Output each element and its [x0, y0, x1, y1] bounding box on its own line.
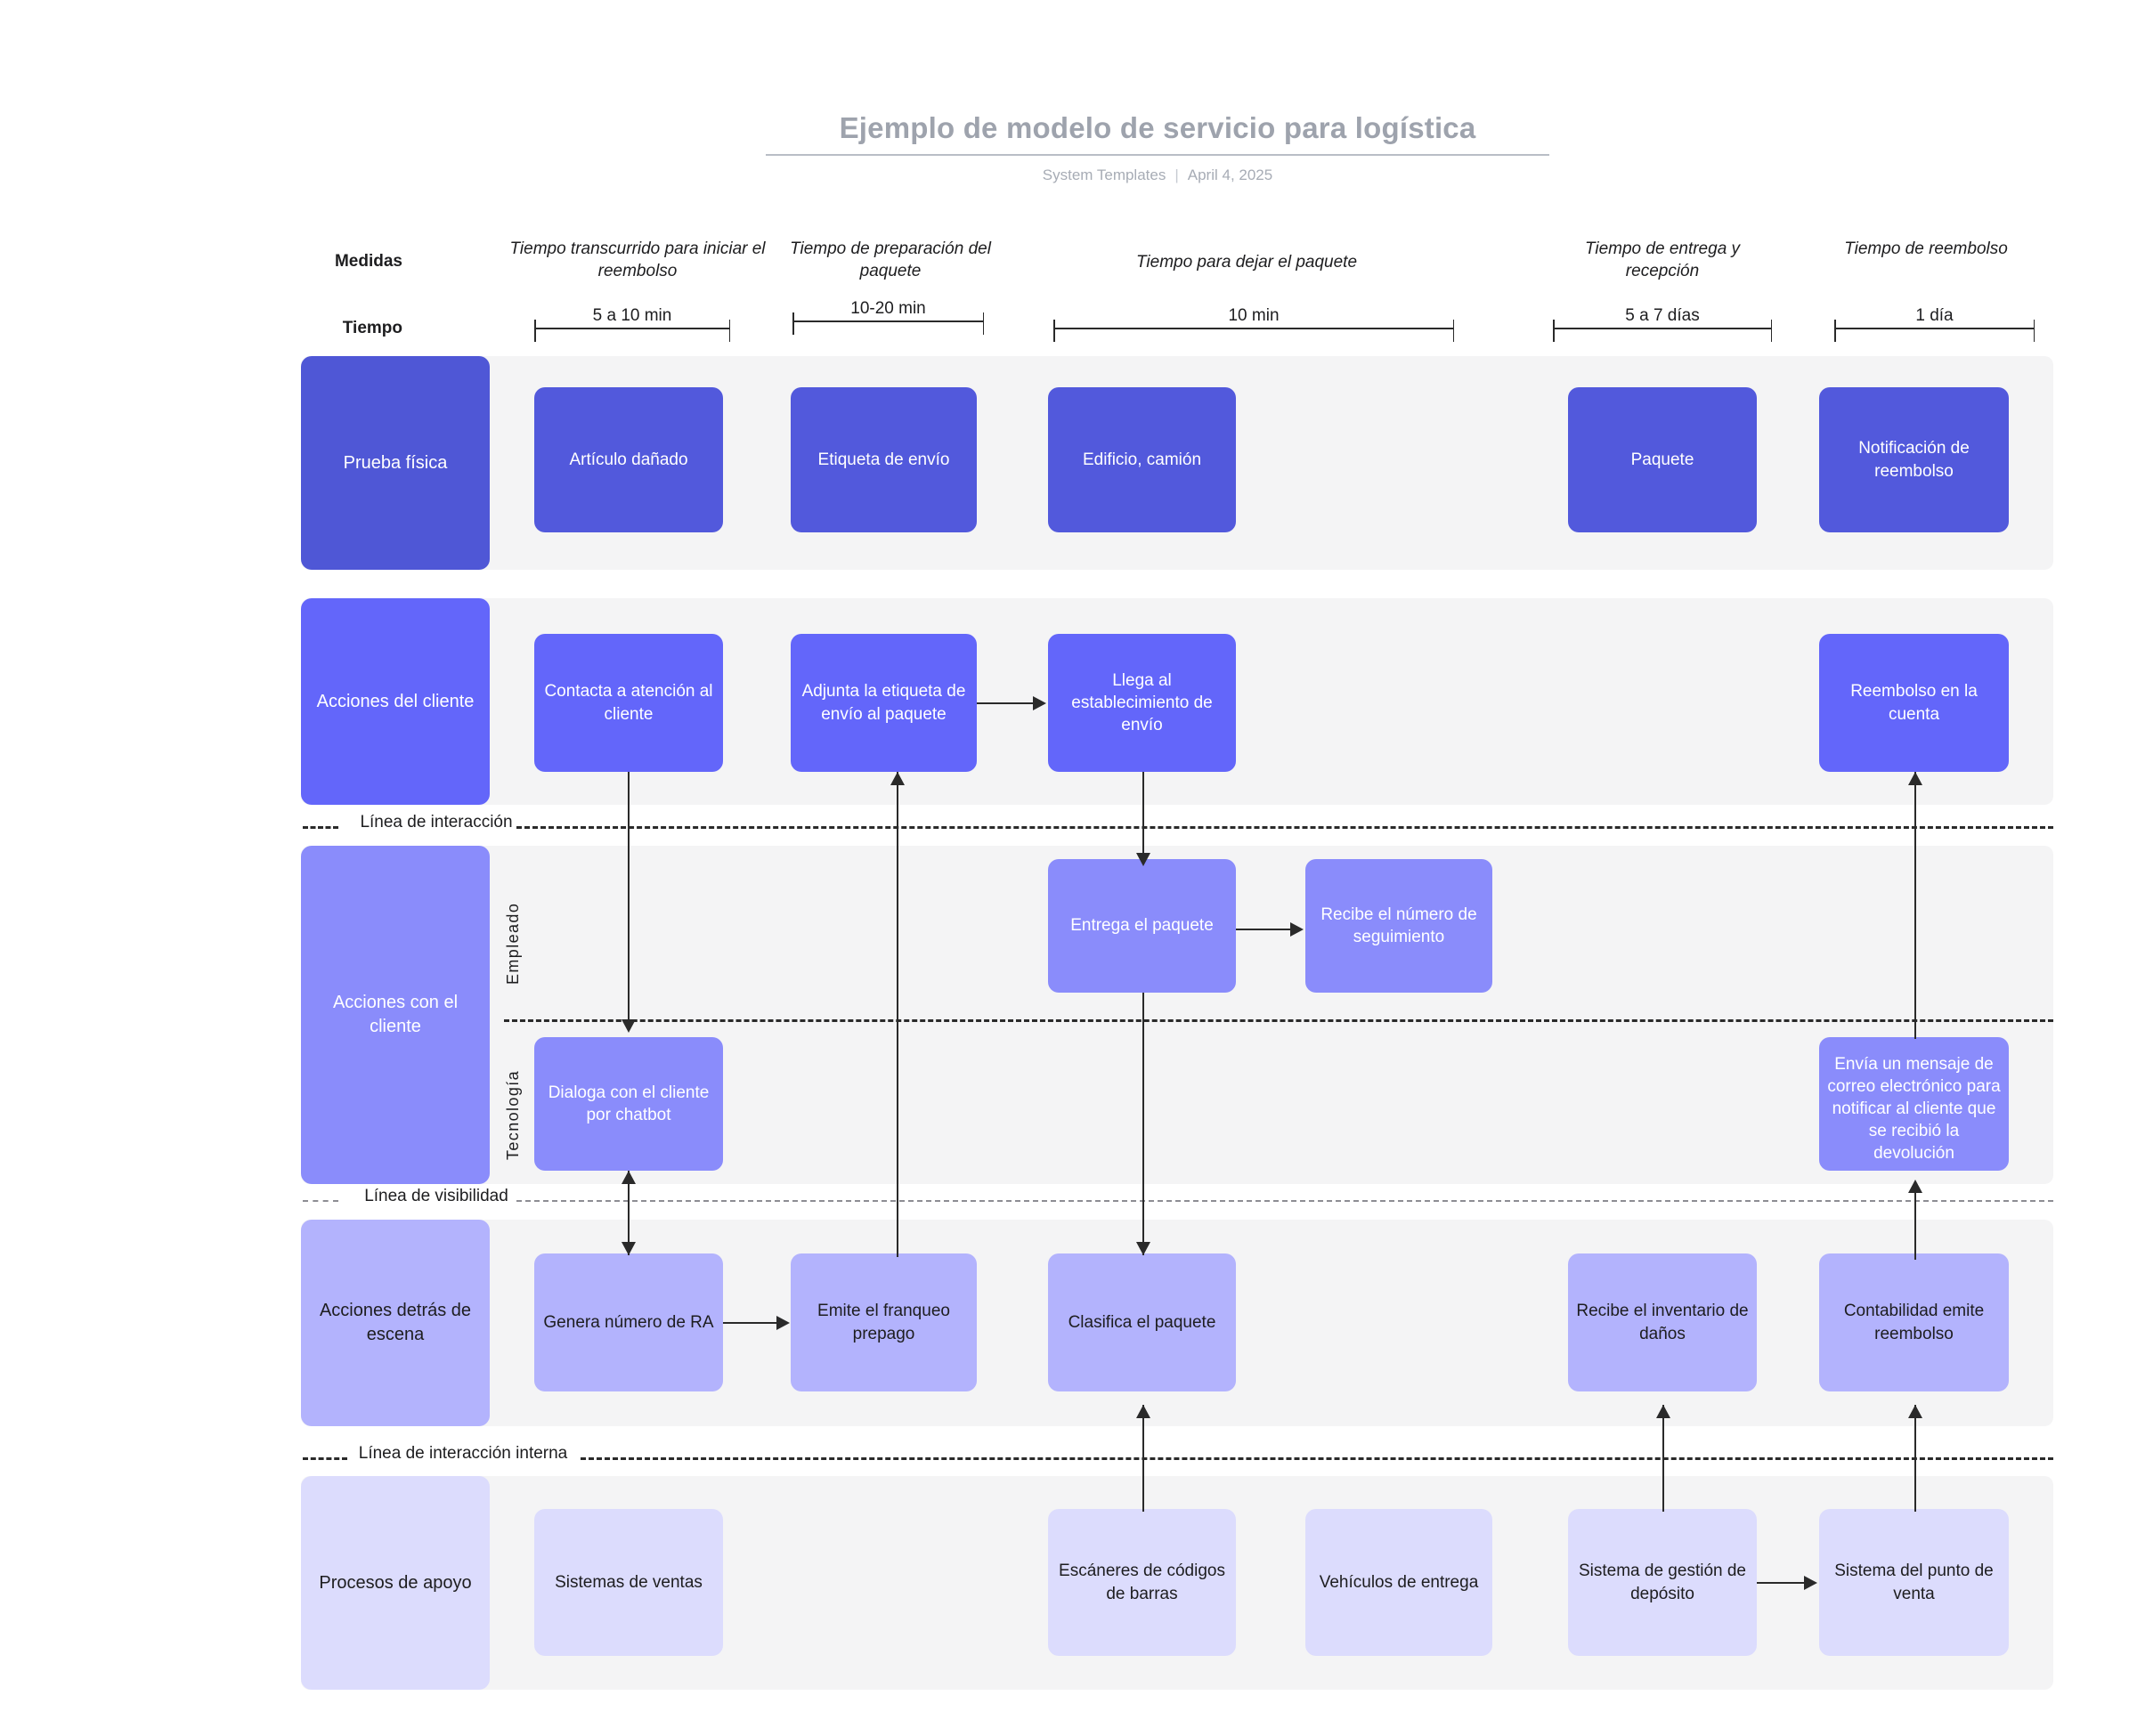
node-backstage-3[interactable]: Clasifica el paquete — [1048, 1253, 1236, 1391]
measure-col-4: Tiempo de entrega y recepción — [1584, 239, 1741, 280]
node-support-5[interactable]: Sistema del punto de venta — [1819, 1509, 2009, 1656]
node-technology-2[interactable]: Envía un mensaje de correo electrónico p… — [1819, 1037, 2009, 1171]
connector-customer2-to-customer3 — [977, 702, 1035, 704]
connector-customer3-to-employee1 — [1142, 772, 1144, 861]
separator-2-stub — [303, 1200, 338, 1202]
time-value-col-1: 5 a 10 min — [592, 306, 672, 325]
title-block: Ejemplo de modelo de servicio para logís… — [766, 111, 1549, 184]
node-customer-3[interactable]: Llega al establecimiento de envío — [1048, 634, 1236, 772]
node-physical-3[interactable]: Edificio, camión — [1048, 387, 1236, 532]
date-label: April 4, 2025 — [1187, 166, 1273, 183]
arrowhead-customer4-bottom — [1908, 772, 1922, 785]
separator-2-line — [516, 1200, 2053, 1202]
node-employee-1[interactable]: Entrega el paquete — [1048, 859, 1236, 993]
arrowhead-backstage5-bottom — [1908, 1405, 1922, 1418]
time-value-col-3: 10 min — [1228, 306, 1280, 325]
separator-3-line — [581, 1457, 2053, 1460]
node-backstage-1[interactable]: Genera número de RA — [534, 1253, 723, 1391]
time-bar-col-1: 5 a 10 min — [534, 307, 730, 342]
node-support-3[interactable]: Vehículos de entrega — [1305, 1509, 1492, 1656]
arrowhead-technology1-bottom — [622, 1171, 636, 1184]
connector-technology1-to-backstage1 — [628, 1171, 630, 1255]
node-support-4[interactable]: Sistema de gestión de depósito — [1568, 1509, 1757, 1656]
node-physical-4[interactable]: Paquete — [1568, 387, 1757, 532]
connector-backstage2-to-customer2 — [897, 772, 898, 1257]
lane-label-customer-actions: Acciones del cliente — [301, 598, 490, 805]
connector-support2-to-backstage3 — [1142, 1405, 1144, 1512]
node-backstage-4[interactable]: Recibe el inventario de daños — [1568, 1253, 1757, 1391]
time-axis-col-1 — [534, 320, 730, 342]
separator-3-label: Línea de interacción interna — [358, 1444, 568, 1463]
lane-label-support-processes: Procesos de apoyo — [301, 1476, 490, 1690]
node-physical-1[interactable]: Artículo dañado — [534, 387, 723, 532]
arrowhead-backstage1-top — [622, 1242, 636, 1255]
time-bar-col-2: 10-20 min — [792, 300, 984, 335]
title-subline: System Templates | April 4, 2025 — [766, 166, 1549, 184]
node-customer-2[interactable]: Adjunta la etiqueta de envío al paquete — [791, 634, 977, 772]
connector-employee1-to-employee2 — [1236, 929, 1292, 930]
connector-customer1-to-technology1 — [628, 772, 630, 1023]
subline-separator: | — [1174, 166, 1179, 183]
measure-col-5: Tiempo de reembolso — [1844, 239, 2008, 258]
arrowhead-technology1-top — [622, 1019, 636, 1033]
time-axis-col-4 — [1553, 320, 1772, 342]
node-physical-2[interactable]: Etiqueta de envío — [791, 387, 977, 532]
measures-row-label: Medidas — [334, 252, 402, 271]
connector-backstage5-to-technology2 — [1914, 1188, 1916, 1260]
separator-1-stub — [303, 826, 338, 829]
node-support-1[interactable]: Sistemas de ventas — [534, 1509, 723, 1656]
measure-col-1: Tiempo transcurrido para iniciar el reem… — [509, 239, 766, 280]
lane-label-onstage-actions: Acciones con el cliente — [301, 846, 490, 1184]
measure-col-3: Tiempo para dejar el paquete — [1135, 253, 1358, 272]
node-backstage-5[interactable]: Contabilidad emite reembolso — [1819, 1253, 2009, 1391]
node-employee-2[interactable]: Recibe el número de seguimiento — [1305, 859, 1492, 993]
lane-label-backstage-actions: Acciones detrás de escena — [301, 1220, 490, 1426]
author-label: System Templates — [1042, 166, 1166, 183]
time-bar-col-4: 5 a 7 días — [1553, 307, 1772, 342]
connector-employee1-to-backstage3 — [1142, 993, 1144, 1255]
time-bar-col-3: 10 min — [1053, 307, 1454, 342]
node-support-2[interactable]: Escáneres de códigos de barras — [1048, 1509, 1236, 1656]
separator-3-stub — [303, 1457, 347, 1460]
connector-support5-to-backstage5 — [1914, 1405, 1916, 1512]
connector-support4-to-support5 — [1757, 1582, 1806, 1584]
measure-col-2: Tiempo de preparación del paquete — [790, 239, 991, 280]
node-physical-5[interactable]: Notificación de reembolso — [1819, 387, 2009, 532]
page-title: Ejemplo de modelo de servicio para logís… — [839, 111, 1476, 144]
arrowhead-backstage3-top — [1136, 1242, 1150, 1255]
sublane-label-technology: Tecnología — [504, 1069, 522, 1161]
arrowhead-customer3 — [1033, 696, 1046, 710]
node-technology-1[interactable]: Dialoga con el cliente por chatbot — [534, 1037, 723, 1171]
arrowhead-technology2-bottom — [1908, 1180, 1922, 1193]
arrowhead-employee1-top — [1136, 853, 1150, 866]
arrowhead-backstage3-bottom — [1136, 1405, 1150, 1418]
arrowhead-employee2 — [1290, 922, 1304, 937]
connector-technology2-to-customer4 — [1914, 772, 1916, 1039]
node-backstage-2[interactable]: Emite el franqueo prepago — [791, 1253, 977, 1391]
time-value-col-2: 10-20 min — [850, 299, 926, 318]
time-axis-col-5 — [1834, 320, 2035, 342]
time-value-col-5: 1 día — [1915, 306, 1954, 325]
arrowhead-backstage2 — [776, 1316, 790, 1330]
connector-backstage1-to-backstage2 — [723, 1322, 778, 1324]
time-value-col-4: 5 a 7 días — [1625, 306, 1700, 325]
arrowhead-support5 — [1804, 1576, 1817, 1590]
separator-2-label: Línea de visibilidad — [364, 1187, 508, 1205]
time-bar-col-5: 1 día — [1834, 307, 2035, 342]
title-divider — [766, 154, 1549, 156]
lane-label-physical-evidence: Prueba física — [301, 356, 490, 570]
time-axis-col-2 — [792, 312, 984, 335]
node-customer-1[interactable]: Contacta a atención al cliente — [534, 634, 723, 772]
sublane-divider — [504, 1019, 2053, 1022]
arrowhead-backstage4-bottom — [1656, 1405, 1670, 1418]
connector-support4-to-backstage4 — [1662, 1405, 1664, 1512]
node-customer-4[interactable]: Reembolso en la cuenta — [1819, 634, 2009, 772]
arrowhead-customer2-bottom — [890, 772, 905, 785]
separator-1-line — [516, 826, 2053, 829]
sublane-label-employee: Empleado — [504, 902, 522, 986]
separator-1-label: Línea de interacción — [360, 813, 513, 831]
time-axis-col-3 — [1053, 320, 1454, 342]
time-row-label: Tiempo — [342, 319, 402, 337]
